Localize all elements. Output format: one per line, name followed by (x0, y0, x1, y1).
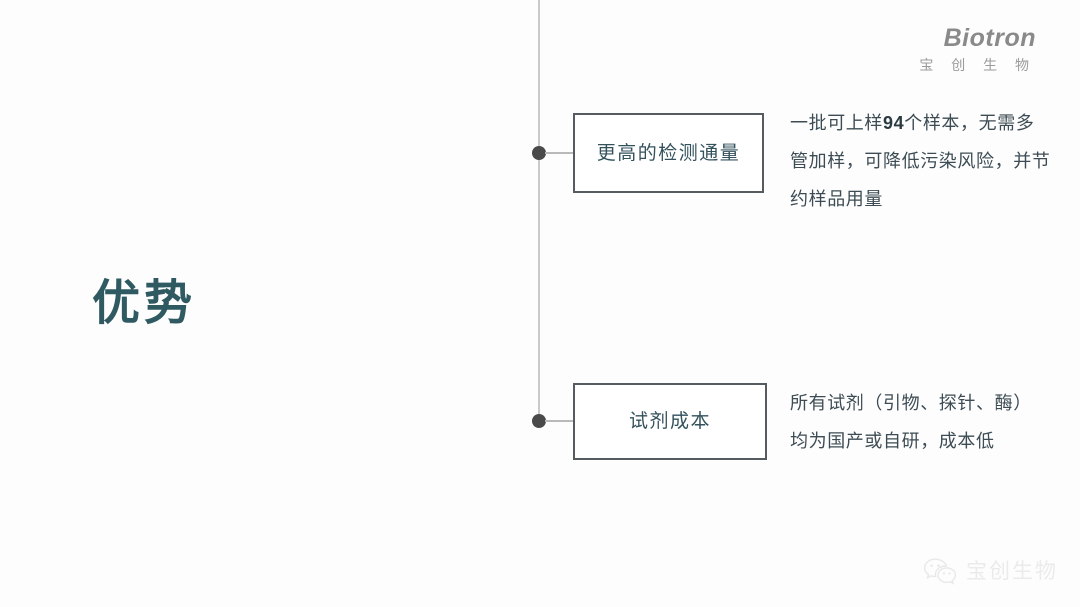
timeline-spine (538, 0, 540, 421)
wechat-badge: 宝创生物 (923, 557, 1058, 585)
desc-2-prefix: 所有试剂（引物、探针、酶）均为国产或自研，成本低 (790, 393, 1032, 451)
advantage-label-1: 更高的检测通量 (596, 142, 741, 164)
desc-1-suffix: 个样本，无需多管加样，可降低污染风险，并节约样品用量 (790, 113, 1051, 209)
wechat-icon (923, 558, 957, 585)
page-title: 优势 (92, 277, 197, 330)
brand-name: Biotron (943, 24, 1036, 52)
brand-logo: Biotron 宝 创 生 物 (912, 24, 1036, 73)
wechat-label: 宝创生物 (966, 559, 1058, 583)
timeline-node-2 (532, 414, 546, 428)
desc-1-prefix: 一批可上样 (790, 113, 883, 133)
timeline-connector-1 (545, 152, 575, 154)
timeline-connector-2 (545, 420, 575, 422)
advantage-description-2: 所有试剂（引物、探针、酶）均为国产或自研，成本低 (790, 384, 1040, 460)
advantage-box-2: 试剂成本 (573, 383, 767, 460)
advantage-description-1: 一批可上样94个样本，无需多管加样，可降低污染风险，并节约样品用量 (790, 104, 1052, 218)
brand-subtitle: 宝 创 生 物 (919, 57, 1036, 73)
advantage-label-2: 试剂成本 (628, 411, 711, 432)
advantage-box-1: 更高的检测通量 (573, 113, 764, 193)
timeline-node-1 (532, 146, 546, 160)
desc-1-highlight: 94 (883, 113, 905, 133)
